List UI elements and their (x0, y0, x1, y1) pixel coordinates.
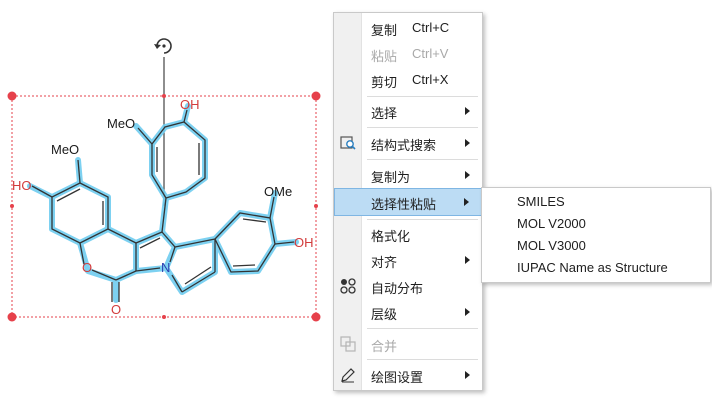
menu-item-label: 粘贴 (371, 49, 398, 64)
structure-search-icon (340, 136, 356, 150)
menu-item-shortcut: Ctrl+C (412, 20, 450, 35)
menu-item-auto-distribute[interactable]: 自动分布 (334, 273, 482, 299)
menu-separator (367, 127, 478, 128)
submenu-item-label: IUPAC Name as Structure (517, 260, 668, 275)
atom-label-ome-right: OMe (264, 184, 292, 199)
atom-label-o-carbonyl: O (111, 302, 121, 317)
submenu-item-label: MOL V3000 (517, 238, 586, 253)
menu-item-format[interactable]: 格式化 (334, 221, 482, 247)
menu-item-paste[interactable]: 粘贴 Ctrl+V (334, 41, 482, 67)
submenu-item-iupac-name[interactable]: IUPAC Name as Structure (482, 257, 710, 279)
atom-label-n-ring: N (161, 260, 170, 275)
menu-item-label: 结构式搜索 (371, 138, 437, 153)
pencil-icon (341, 368, 355, 383)
menu-item-label: 格式化 (371, 229, 411, 244)
menu-separator (367, 159, 478, 160)
submenu-item-smiles[interactable]: SMILES (482, 191, 710, 213)
menu-item-label: 剪切 (371, 75, 398, 90)
menu-item-label: 选择性粘贴 (371, 197, 437, 212)
menu-item-select[interactable]: 选择 (334, 98, 482, 124)
menu-item-label: 复制为 (371, 170, 411, 185)
context-menu: 复制 Ctrl+C 粘贴 Ctrl+V 剪切 Ctrl+X 选择 结构式搜索 复… (333, 12, 483, 391)
resize-handle-top[interactable] (162, 94, 166, 98)
menu-item-label: 选择 (371, 106, 398, 121)
menu-item-cut[interactable]: 剪切 Ctrl+X (334, 67, 482, 93)
resize-handle-bottom-right[interactable] (311, 312, 321, 322)
merge-icon (340, 336, 356, 352)
atom-label-meo-top: MeO (107, 116, 135, 131)
auto-distribute-icon (340, 278, 356, 294)
menu-item-shortcut: Ctrl+V (412, 46, 449, 61)
bonds (31, 109, 295, 302)
submenu-arrow-icon (465, 308, 470, 316)
submenu-item-label: MOL V2000 (517, 216, 586, 231)
paste-special-submenu: SMILES MOL V2000 MOL V3000 IUPAC Name as… (481, 187, 711, 283)
menu-item-label: 复制 (371, 23, 398, 38)
atom-label-oh-top: OH (180, 97, 200, 112)
submenu-item-mol-v3000[interactable]: MOL V3000 (482, 235, 710, 257)
submenu-item-mol-v2000[interactable]: MOL V2000 (482, 213, 710, 235)
resize-handle-bottom-left[interactable] (7, 312, 17, 322)
rotate-icon[interactable] (154, 38, 172, 54)
atom-label-ho-left: HO (12, 178, 32, 193)
menu-item-drawing-settings[interactable]: 绘图设置 (334, 362, 482, 388)
submenu-arrow-icon (465, 107, 470, 115)
resize-handles (7, 91, 321, 322)
submenu-arrow-icon (465, 171, 470, 179)
menu-item-align[interactable]: 对齐 (334, 247, 482, 273)
menu-item-copy-as[interactable]: 复制为 (334, 162, 482, 188)
menu-item-label: 合并 (371, 339, 398, 354)
menu-separator (367, 359, 478, 360)
resize-handle-bottom[interactable] (162, 315, 166, 319)
menu-item-label: 层级 (371, 307, 398, 322)
resize-handle-top-left[interactable] (7, 91, 17, 101)
menu-item-paste-special[interactable]: 选择性粘贴 (334, 188, 482, 216)
atom-label-oh-right: OH (294, 235, 314, 250)
menu-item-shortcut: Ctrl+X (412, 72, 449, 87)
submenu-arrow-icon (465, 371, 470, 379)
menu-separator (367, 219, 478, 220)
menu-item-label: 绘图设置 (371, 370, 424, 385)
atom-label-meo-left: MeO (51, 142, 79, 157)
menu-separator (367, 328, 478, 329)
menu-item-layer[interactable]: 层级 (334, 299, 482, 325)
menu-item-label: 对齐 (371, 255, 398, 270)
submenu-arrow-icon (465, 256, 470, 264)
menu-item-copy[interactable]: 复制 Ctrl+C (334, 15, 482, 41)
menu-item-label: 自动分布 (371, 281, 424, 296)
submenu-arrow-icon (465, 139, 470, 147)
submenu-arrow-icon (464, 198, 469, 206)
submenu-item-label: SMILES (517, 194, 565, 209)
atom-label-o-ring: O (82, 260, 92, 275)
resize-handle-left[interactable] (10, 204, 14, 208)
menu-item-merge[interactable]: 合并 (334, 331, 482, 357)
menu-item-structure-search[interactable]: 结构式搜索 (334, 130, 482, 156)
resize-handle-right[interactable] (314, 204, 318, 208)
resize-handle-top-right[interactable] (311, 91, 321, 101)
menu-separator (367, 96, 478, 97)
